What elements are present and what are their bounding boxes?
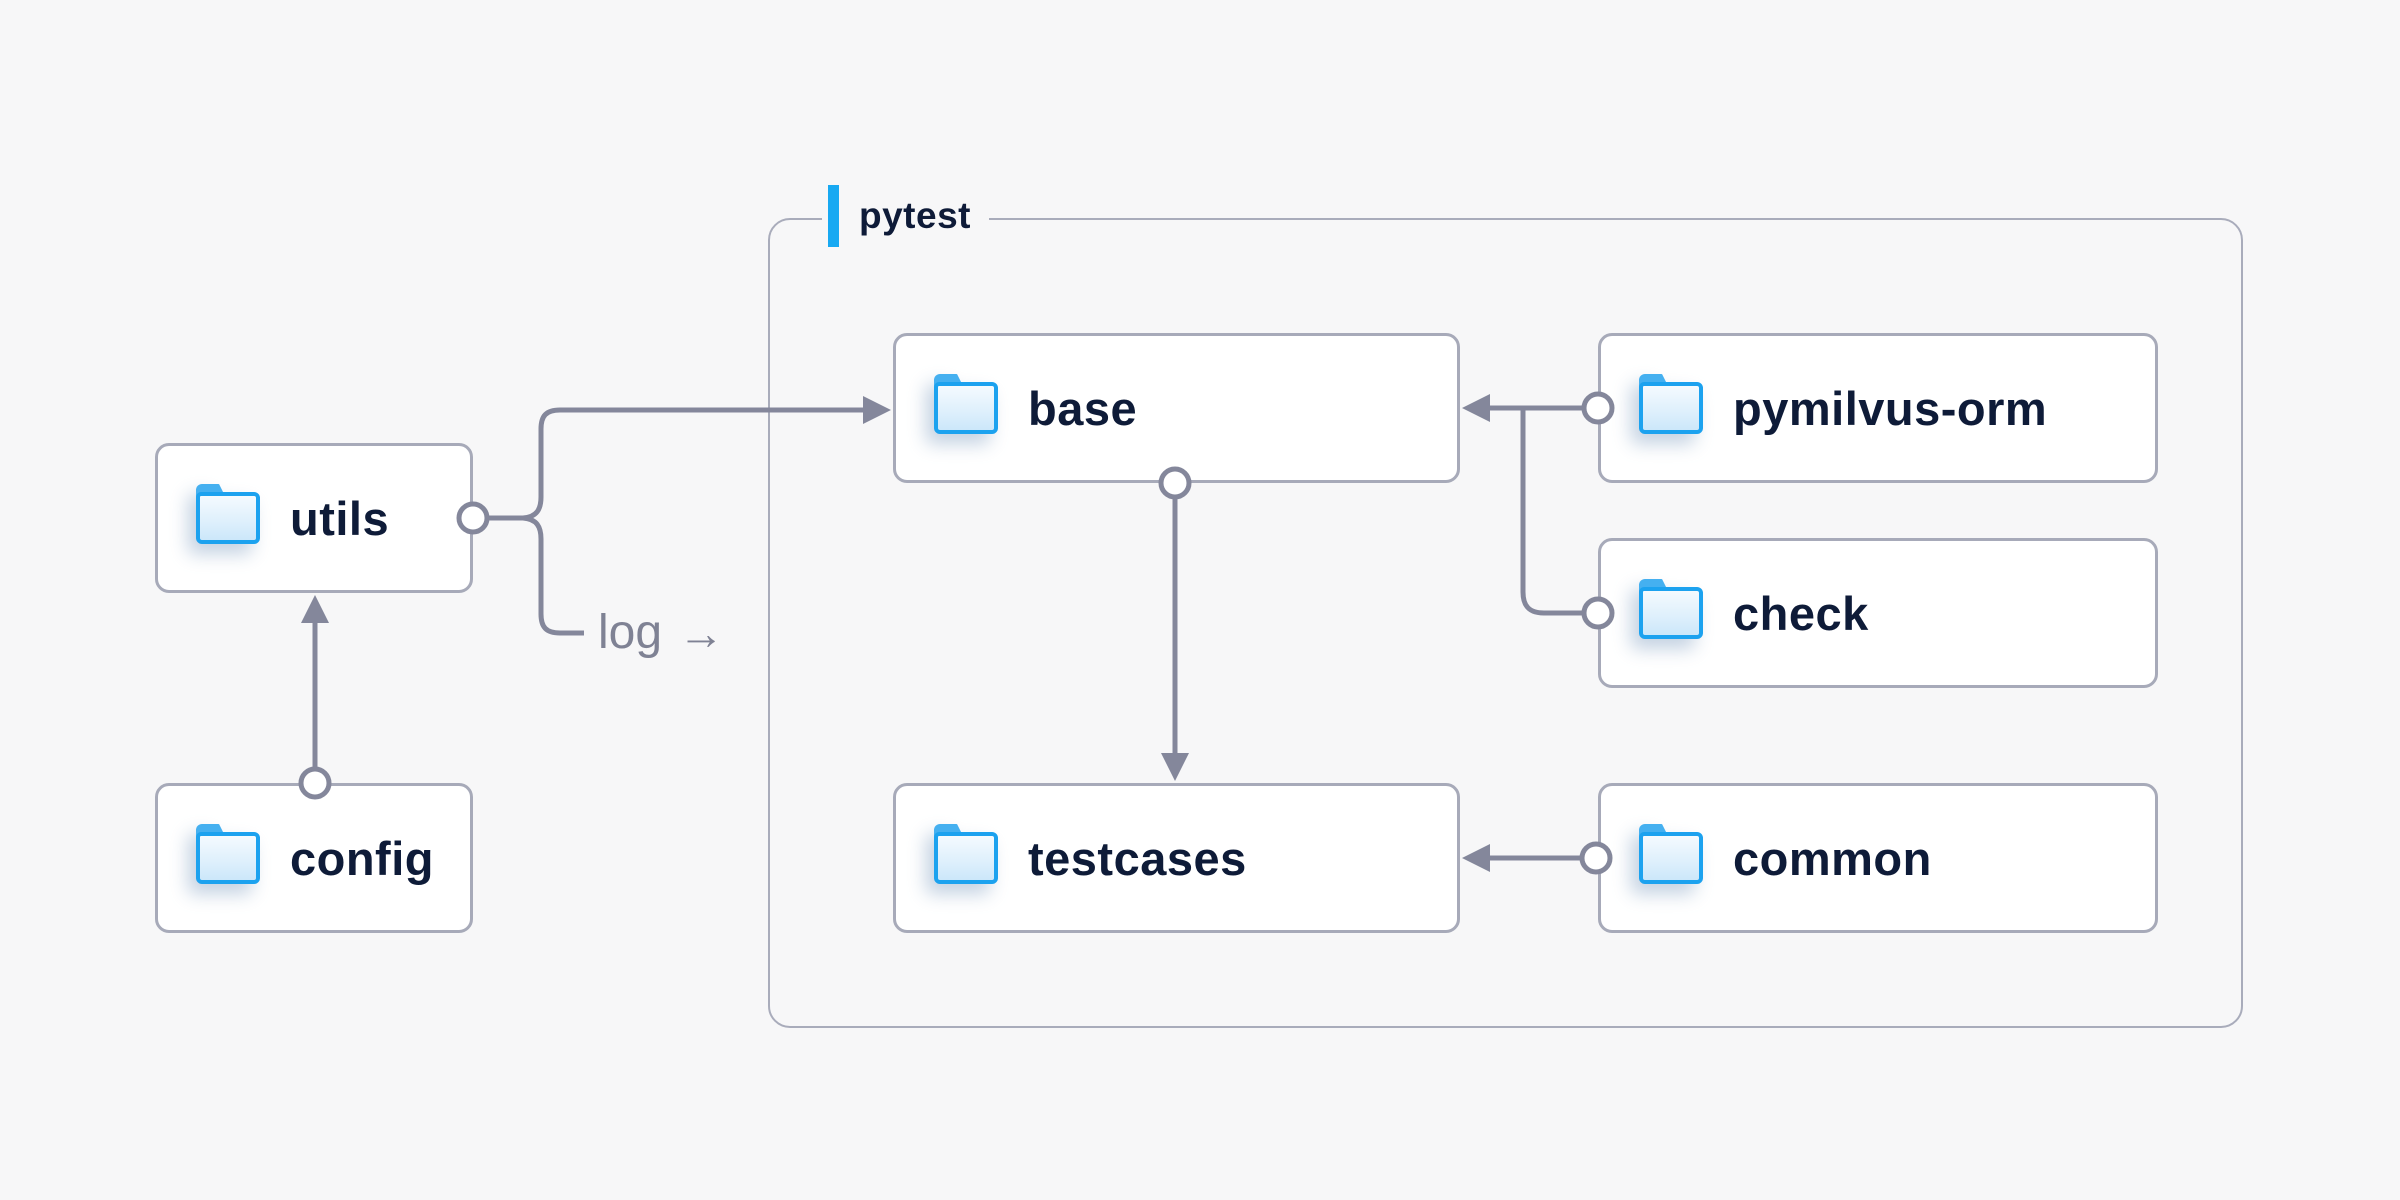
folder-icon xyxy=(934,824,998,884)
arrow-right-icon: → xyxy=(678,606,725,659)
pytest-container xyxy=(768,218,2243,1028)
pytest-container-label: pytest xyxy=(822,184,989,248)
log-label-text: log xyxy=(598,606,663,659)
folder-icon xyxy=(196,824,260,884)
node-check: check xyxy=(1598,538,2158,688)
node-label-check: check xyxy=(1733,586,1869,640)
folder-icon xyxy=(934,374,998,434)
folder-icon xyxy=(1639,579,1703,639)
node-common: common xyxy=(1598,783,2158,933)
folder-icon xyxy=(1639,374,1703,434)
edge-config-utils xyxy=(298,595,332,800)
node-config: config xyxy=(155,783,473,933)
log-edge-label: log → xyxy=(598,605,724,660)
node-label-utils: utils xyxy=(290,491,390,545)
node-label-config: config xyxy=(290,831,434,885)
node-base: base xyxy=(893,333,1460,483)
node-label-testcases: testcases xyxy=(1028,831,1247,885)
folder-icon xyxy=(196,484,260,544)
node-label-base: base xyxy=(1028,381,1138,435)
node-pymilvus-orm: pymilvus-orm xyxy=(1598,333,2158,483)
node-label-common: common xyxy=(1733,831,1932,885)
node-utils: utils xyxy=(155,443,473,593)
node-label-pymilvus-orm: pymilvus-orm xyxy=(1733,381,2048,435)
node-testcases: testcases xyxy=(893,783,1460,933)
folder-icon xyxy=(1639,824,1703,884)
accent-bar-icon xyxy=(828,185,839,247)
pytest-label-text: pytest xyxy=(859,195,971,236)
